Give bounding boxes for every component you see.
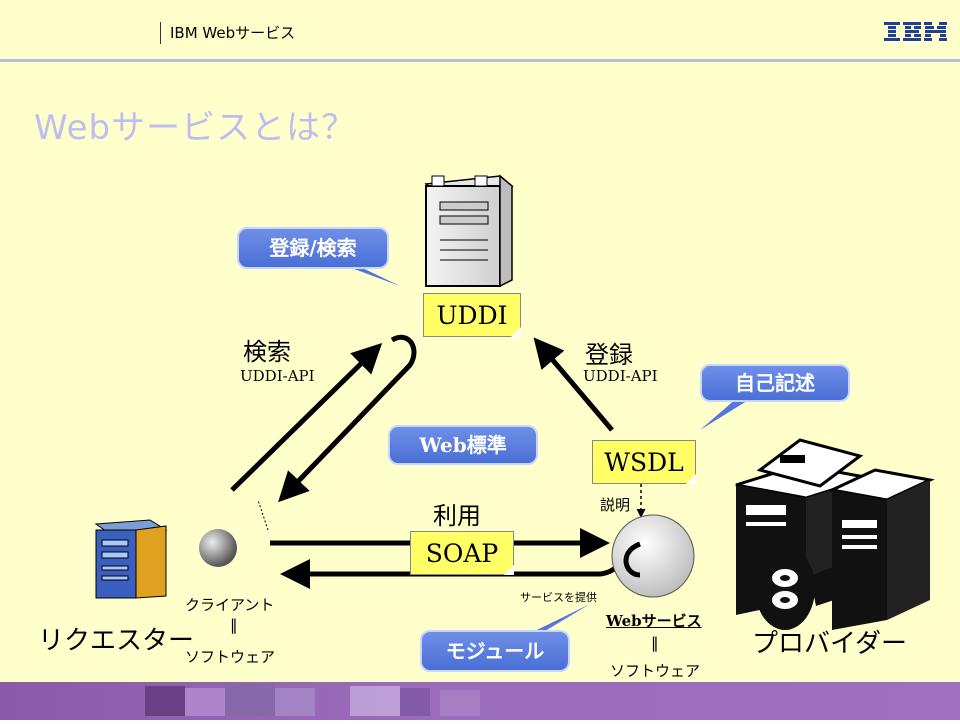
label-requester: リクエスター (38, 626, 195, 656)
requester-pc-icon (94, 519, 168, 599)
provider-servers-icon (735, 438, 935, 630)
label-search-api: UDDI-API (240, 367, 315, 385)
uddi-tag: UDDI (423, 293, 521, 337)
ibm-logo (884, 22, 947, 41)
label-describe: 説明 (600, 496, 631, 514)
label-web-service: Webサービス (606, 612, 702, 630)
footer-decoration (145, 684, 480, 716)
header: IBM Webサービス (0, 0, 960, 62)
callout-self-describe: 自己記述 (700, 364, 850, 402)
header-title: IBM Webサービス (170, 24, 296, 42)
callout-register-search: 登録/検索 (237, 227, 389, 269)
label-client-eq: ‖ (230, 616, 238, 634)
search-arrow (230, 343, 383, 492)
callout-module: モジュール (420, 630, 570, 672)
label-register-api: UDDI-API (583, 367, 658, 385)
label-provider: プロバイダー (752, 629, 907, 659)
wsdl-tag: WSDL (592, 440, 696, 484)
web-service-ball (611, 514, 695, 598)
register-arrow (533, 337, 614, 432)
label-client: クライアント (185, 596, 275, 614)
label-register: 登録 (585, 341, 633, 369)
client-ball (199, 529, 237, 567)
search-return-arrow (278, 335, 417, 503)
label-client-software: ソフトウェア (185, 648, 276, 666)
label-search: 検索 (243, 338, 291, 366)
label-ws-eq: ‖ (651, 634, 659, 652)
label-provide-service: サービスを提供 (520, 591, 597, 604)
callout-web-standard: Web標準 (388, 425, 538, 465)
header-separator (160, 22, 161, 44)
label-use: 利用 (433, 502, 481, 530)
label-ws-software: ソフトウェア (610, 662, 701, 680)
soap-tag: SOAP (410, 531, 514, 575)
slide-title: Webサービスとは？ (34, 108, 357, 148)
uddi-server-icon (424, 174, 514, 288)
footer-band (0, 682, 960, 720)
